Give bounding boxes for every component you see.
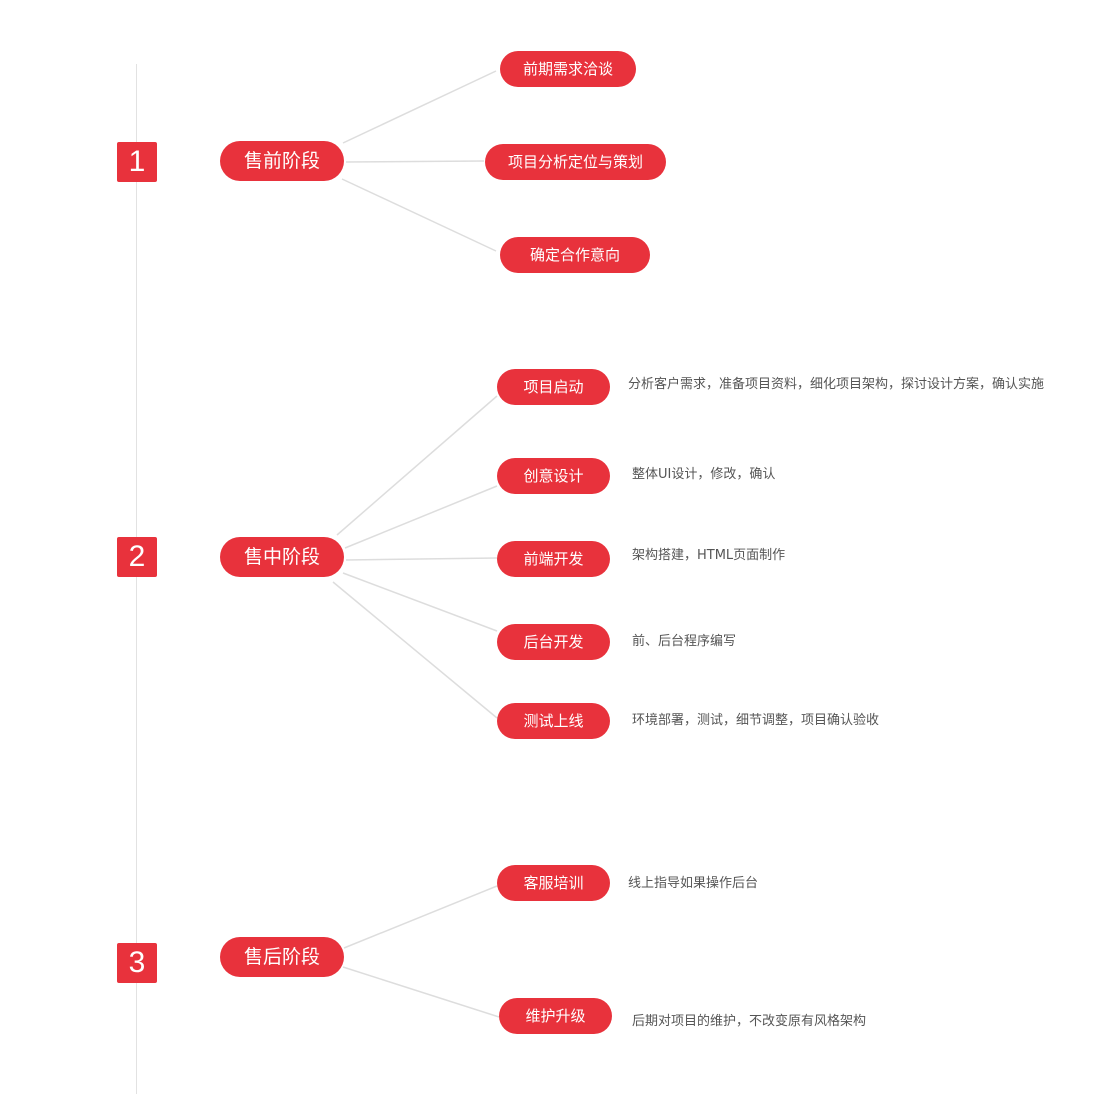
phase-1-step-2-pill: 项目分析定位与策划	[485, 144, 666, 180]
phase-2-stage-pill: 售中阶段	[220, 537, 344, 577]
phase-2-step-2-description: 整体UI设计，修改，确认	[632, 467, 776, 482]
connector-line-9	[343, 885, 498, 949]
phase-2-step-3-pill: 前端开发	[497, 541, 610, 577]
phase-3-step-1-pill: 客服培训	[497, 865, 610, 901]
phase-2-step-1-description: 分析客户需求，准备项目资料，细化项目架构，探讨设计方案，确认实施	[628, 377, 1045, 392]
phase-2-step-1-pill: 项目启动	[497, 369, 610, 405]
phase-3-stage-pill: 售后阶段	[220, 937, 344, 977]
phase-1-step-3-pill: 确定合作意向	[500, 237, 650, 273]
phase-3-step-2-pill: 维护升级	[499, 998, 612, 1034]
timeline-line	[136, 64, 137, 1094]
connector-line-3	[341, 178, 497, 252]
phase-2-number-badge: 2	[117, 537, 157, 577]
phase-3-number-badge: 3	[117, 943, 157, 983]
phase-2-step-5-pill: 测试上线	[497, 703, 610, 739]
phase-3-step-1-description: 线上指导如果操作后台	[628, 876, 759, 891]
connector-line-7	[342, 572, 498, 632]
phase-1-stage-pill: 售前阶段	[220, 141, 344, 181]
phase-3-step-2-description: 后期对项目的维护，不改变原有风格架构	[632, 1014, 867, 1029]
phase-1-number-badge: 1	[117, 142, 157, 182]
connector-line-4	[336, 395, 498, 536]
connector-line-2	[345, 160, 485, 163]
phase-1-step-1-pill: 前期需求洽谈	[500, 51, 636, 87]
connector-line-10	[342, 966, 500, 1018]
phase-2-step-4-description: 前、后台程序编写	[632, 634, 737, 649]
phase-2-step-2-pill: 创意设计	[497, 458, 610, 494]
phase-2-step-3-description: 架构搭建，HTML页面制作	[632, 548, 786, 563]
connector-line-6	[345, 557, 498, 561]
connector-line-5	[344, 485, 498, 549]
connector-line-1	[342, 70, 497, 144]
phase-2-step-4-pill: 后台开发	[497, 624, 610, 660]
phase-2-step-5-description: 环境部署，测试，细节调整，项目确认验收	[632, 713, 880, 728]
connector-line-8	[332, 581, 498, 719]
